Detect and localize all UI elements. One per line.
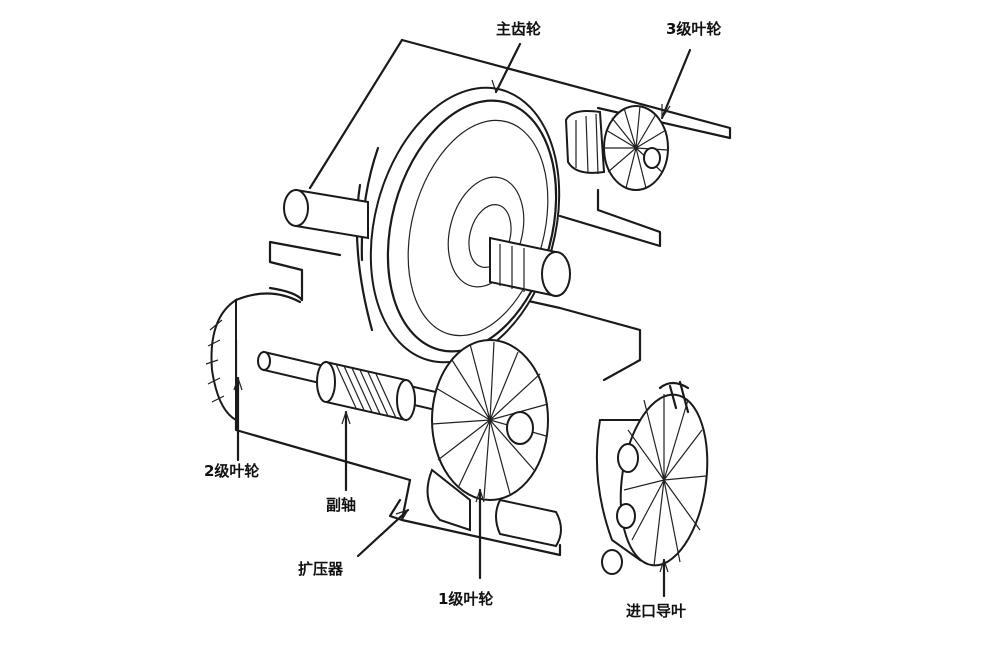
label-impeller-1: 1级叶轮 (438, 590, 493, 608)
inlet-guide-vane-drawing (595, 380, 709, 575)
label-impeller-2: 2级叶轮 (204, 462, 259, 480)
label-impeller-3: 3级叶轮 (666, 20, 721, 38)
label-pinion-shaft: 副轴 (326, 496, 356, 514)
impeller-2-drawing (205, 292, 302, 422)
label-inlet-guide-vane: 进口导叶 (626, 602, 686, 620)
pinion-shaft (257, 350, 471, 422)
inlet-guide-vane-actuators (601, 380, 690, 575)
inlet-guide-vane-spokes (623, 394, 707, 567)
leader-lines (233, 42, 692, 598)
main-shaft (283, 188, 571, 298)
impeller-1-drawing (426, 339, 562, 548)
impeller-3-drawing (564, 105, 669, 191)
label-diffuser: 扩压器 (298, 560, 344, 578)
main-gear (355, 86, 561, 364)
label-main-gear: 主齿轮 (496, 20, 541, 38)
pinion-gear-teeth (335, 363, 397, 419)
